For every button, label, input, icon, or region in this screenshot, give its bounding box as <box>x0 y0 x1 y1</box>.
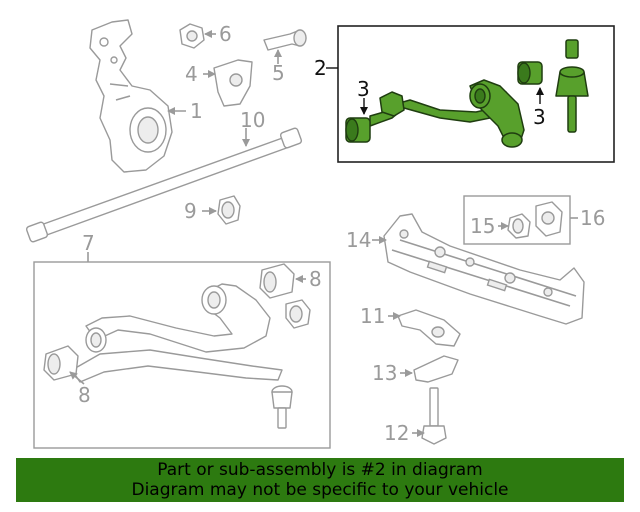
lower-control-arm-box <box>33 261 331 449</box>
callout-3-left: 3 <box>357 77 370 101</box>
callout-3-right: 3 <box>533 105 546 129</box>
callout-10: 10 <box>240 108 265 132</box>
upper-control-arm-box <box>337 25 615 163</box>
upper-arm-bushing-left[interactable] <box>345 117 371 143</box>
lower-control-arm[interactable] <box>71 283 283 383</box>
lower-arm-bushing-mid[interactable] <box>285 299 311 329</box>
dust-shield[interactable] <box>213 59 253 107</box>
callout-15: 15 <box>470 214 495 238</box>
bushing-kit-box <box>463 195 571 245</box>
cam-bolt[interactable] <box>421 387 447 445</box>
callout-11: 11 <box>360 304 385 328</box>
callout-2: 2 <box>314 56 327 80</box>
callout-14: 14 <box>346 228 371 252</box>
stabilizer-bushing[interactable] <box>217 195 241 225</box>
upper-ball-joint[interactable] <box>555 39 589 133</box>
callout-9: 9 <box>184 199 197 223</box>
stabilizer-shaft[interactable] <box>25 127 303 243</box>
callout-1: 1 <box>190 99 203 123</box>
lower-ball-joint[interactable] <box>271 385 293 429</box>
upper-control-arm[interactable] <box>369 79 525 148</box>
callout-13: 13 <box>372 361 397 385</box>
callout-8-top: 8 <box>309 267 322 291</box>
cam-plate[interactable] <box>413 355 459 383</box>
lower-arm-bushing-front[interactable] <box>259 263 295 299</box>
callout-7: 7 <box>82 231 95 255</box>
callout-4: 4 <box>185 62 198 86</box>
bolt[interactable] <box>263 29 307 51</box>
callout-5: 5 <box>272 61 285 85</box>
callout-8-bottom: 8 <box>78 383 91 407</box>
frame-bushing-bracket[interactable] <box>535 201 563 237</box>
banner-line-2: Diagram may not be specific to your vehi… <box>131 480 509 500</box>
bracket[interactable] <box>397 309 461 347</box>
crossmember[interactable] <box>383 213 585 325</box>
banner-line-1: Part or sub-assembly is #2 in diagram <box>157 460 483 480</box>
frame-bushing[interactable] <box>507 213 531 239</box>
callout-16: 16 <box>580 206 605 230</box>
callout-6: 6 <box>219 22 232 46</box>
steering-knuckle[interactable] <box>89 19 173 173</box>
callout-12: 12 <box>384 421 409 445</box>
info-banner: Part or sub-assembly is #2 in diagram Di… <box>16 458 624 502</box>
nut[interactable] <box>179 23 205 49</box>
upper-arm-bushing-right[interactable] <box>517 61 543 85</box>
